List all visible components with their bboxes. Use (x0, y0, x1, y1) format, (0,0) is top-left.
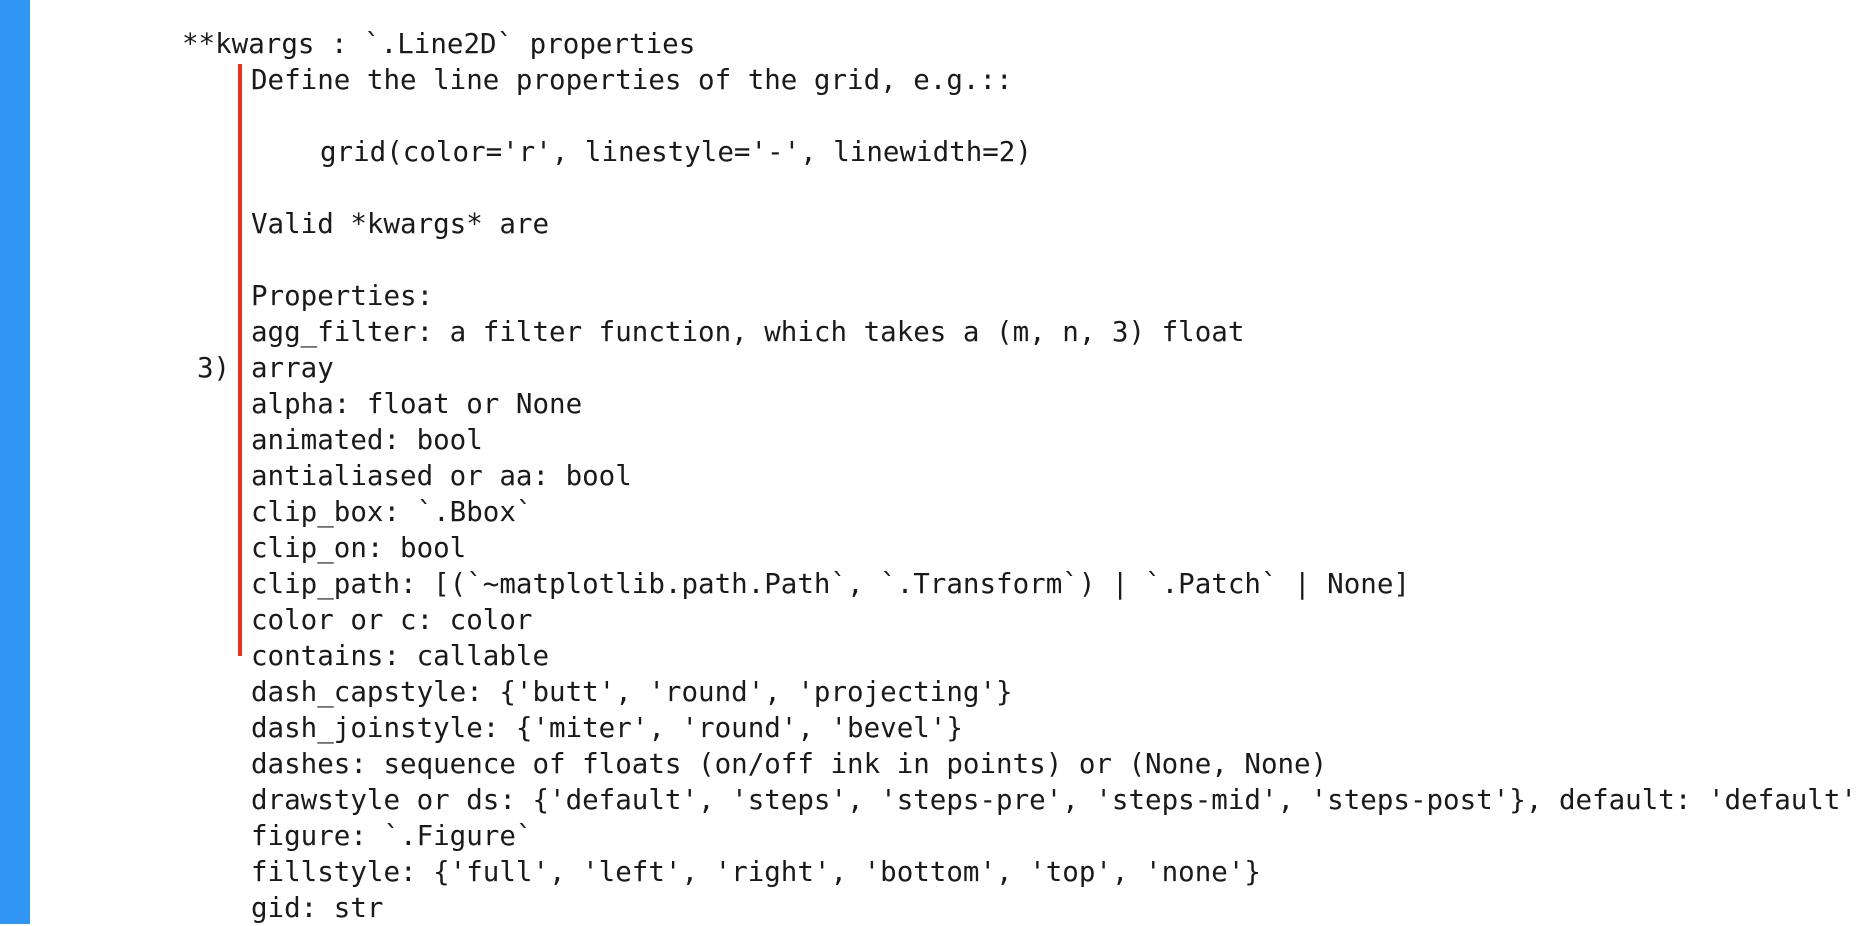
code-line: agg_filter: a filter function, which tak… (251, 316, 1245, 348)
code-line: grid(color='r', linestyle='-', linewidth… (320, 136, 1032, 168)
code-line: clip_path: [(`~matplotlib.path.Path`, `.… (251, 568, 1410, 600)
code-line: color or c: color (251, 604, 533, 636)
code-line: dash_capstyle: {'butt', 'round', 'projec… (251, 676, 1013, 708)
code-line: dash_joinstyle: {'miter', 'round', 'beve… (251, 712, 963, 744)
docstring-heading: **kwargs : `.Line2D` properties (182, 28, 696, 60)
code-line: Define the line properties of the grid, … (251, 64, 1013, 96)
code-line: contains: callable (251, 640, 550, 672)
code-line: drawstyle or ds: {'default', 'steps', 's… (251, 784, 1857, 816)
accent-bar (0, 0, 30, 924)
diff-change-indicator (238, 64, 242, 656)
code-line: clip_on: bool (251, 532, 467, 564)
code-line: Properties: (251, 280, 434, 312)
wrapped-line-fragment: 3) (197, 352, 231, 384)
code-line: gid: str (251, 892, 384, 924)
code-line: dashes: sequence of floats (on/off ink i… (251, 748, 1328, 780)
code-line: fillstyle: {'full', 'left', 'right', 'bo… (251, 856, 1261, 888)
code-line: clip_box: `.Bbox` (251, 496, 533, 528)
code-line: Valid *kwargs* are (251, 208, 550, 240)
code-line: antialiased or aa: bool (251, 460, 632, 492)
code-line: alpha: float or None (251, 388, 583, 420)
code-line: animated: bool (251, 424, 483, 456)
code-line: figure: `.Figure` (251, 820, 533, 852)
code-line: array (251, 352, 334, 384)
